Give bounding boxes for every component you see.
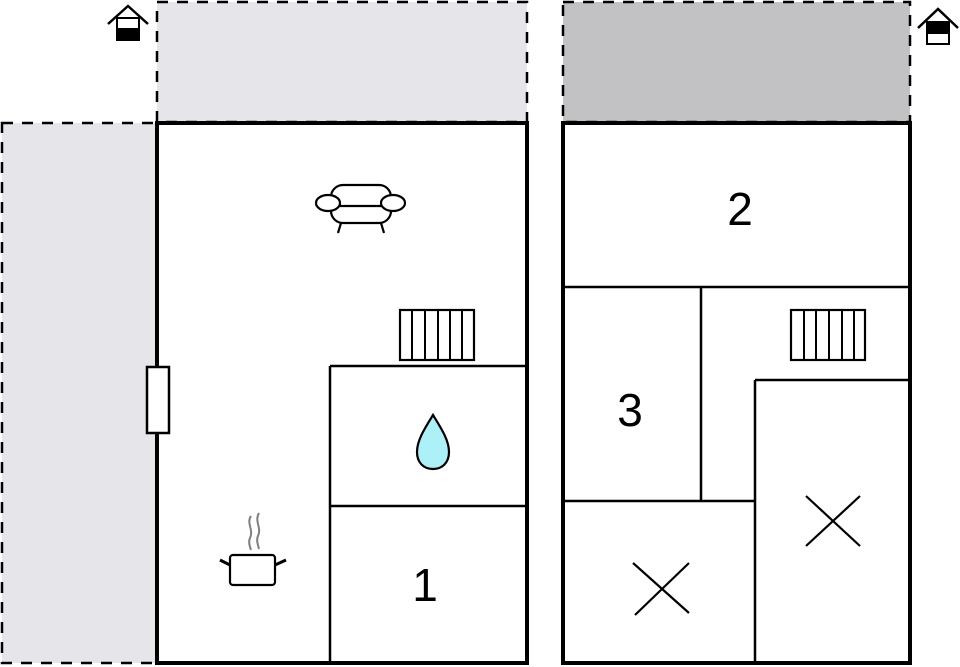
- room-3-label: 3: [617, 384, 643, 436]
- room-2-label: 2: [727, 183, 753, 235]
- cross-icon: [805, 495, 861, 547]
- balcony-top-upper: [561, 0, 912, 124]
- cooking-pot-icon: [219, 512, 287, 587]
- radiator-icon: [398, 308, 476, 362]
- radiator-icon: [789, 308, 867, 362]
- house-upper-floor-icon: [917, 7, 959, 45]
- sofa-icon: [314, 183, 407, 234]
- cross-icon: [632, 562, 690, 616]
- water-drop-icon: [415, 412, 451, 471]
- terrace-top-ground: [155, 0, 529, 124]
- room-1-label: 1: [412, 559, 438, 611]
- terrace-left-ground: [0, 121, 159, 665]
- door-icon: [145, 365, 171, 435]
- upper-floor-walls: [561, 121, 912, 665]
- house-ground-floor-icon: [107, 4, 149, 41]
